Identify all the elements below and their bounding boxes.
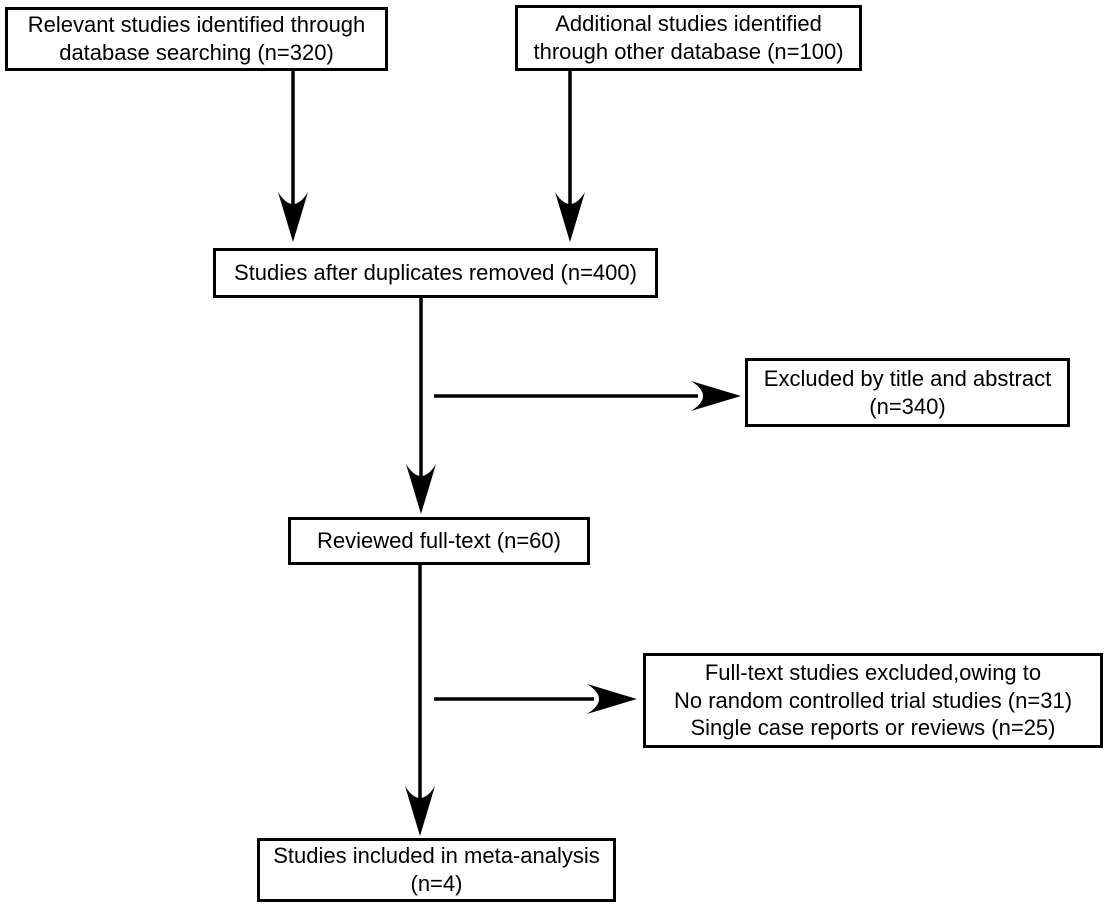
box-text: Reviewed full-text (n=60) (317, 528, 561, 554)
box-relevant-studies-identified: Relevant studies identified through data… (5, 7, 388, 71)
arrow-additional-to-duplicates (555, 71, 585, 242)
box-text: Full-text studies excluded,owing to No r… (673, 659, 1073, 741)
arrow-head (405, 786, 435, 836)
arrow-head (555, 192, 585, 242)
arrow-head (587, 684, 637, 714)
arrow-relevant-to-duplicates (278, 71, 308, 242)
arrow-head (278, 192, 308, 242)
arrow-to-excluded-title-abstract (434, 381, 741, 411)
box-text: Studies included in meta-analysis (n=4) (273, 843, 600, 896)
arrow-reviewed-to-included (405, 565, 435, 836)
arrow-duplicates-to-reviewed (406, 298, 436, 514)
box-text: Relevant studies identified through data… (27, 12, 366, 65)
box-full-text-studies-excluded: Full-text studies excluded,owing to No r… (643, 653, 1103, 748)
box-studies-after-duplicates-removed: Studies after duplicates removed (n=400) (213, 248, 658, 298)
box-studies-included-in-meta-analysis: Studies included in meta-analysis (n=4) (257, 838, 616, 902)
arrow-head (691, 381, 741, 411)
arrow-to-fulltext-excluded (434, 684, 637, 714)
box-reviewed-full-text: Reviewed full-text (n=60) (288, 517, 590, 565)
box-text: Additional studies identified through ot… (533, 11, 844, 64)
box-excluded-by-title-and-abstract: Excluded by title and abstract (n=340) (745, 358, 1070, 427)
box-text: Studies after duplicates removed (n=400) (234, 260, 637, 286)
box-additional-studies-identified: Additional studies identified through ot… (515, 5, 862, 71)
arrow-head (406, 464, 436, 514)
box-text: Excluded by title and abstract (n=340) (763, 365, 1052, 419)
